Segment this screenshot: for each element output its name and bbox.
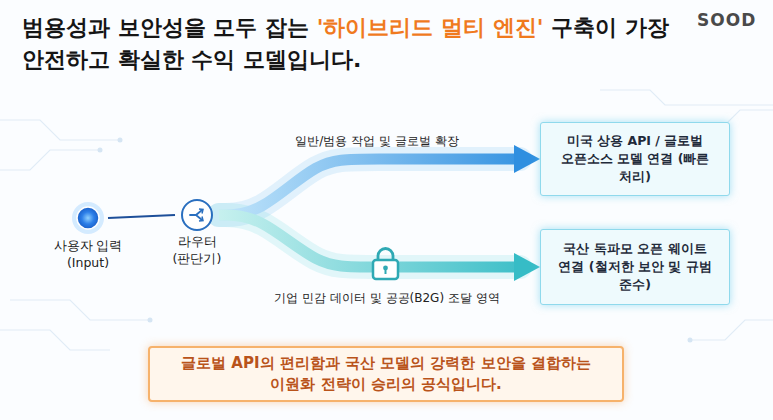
- circuit-dot: [148, 318, 153, 323]
- dot-core: [77, 207, 99, 229]
- summary-box: 글로벌 API의 편리함과 국산 모델의 강력한 보안을 결합하는 이원화 전략…: [148, 346, 624, 402]
- node-label: 라우터 (판단기): [157, 234, 237, 268]
- slide-title: 범용성과 보안성을 모두 잡는 '하이브리드 멀티 엔진' 구축이 가장 안전하…: [22, 12, 692, 76]
- engine-box: 국산 독파모 오픈 웨이트 연결 (철저한 보안 및 규범 준수): [540, 229, 730, 305]
- input-node: 사용자 입력 (Input): [68, 204, 108, 232]
- dot-glow: [72, 202, 104, 234]
- ribbon-glow: [219, 159, 520, 215]
- split-arrowheads: [199, 209, 203, 221]
- node-label: 국산 독파모 오픈 웨이트 연결 (철저한 보안 및 규범 준수): [553, 240, 717, 294]
- input-wire: [108, 215, 175, 218]
- lock-icon: [373, 249, 398, 279]
- title-highlight: '하이브리드 멀티 엔진': [317, 15, 544, 40]
- circuit-line: [10, 300, 150, 320]
- circuit-line: [0, 120, 120, 140]
- circuit-dot: [98, 148, 103, 153]
- router-circle: [182, 200, 212, 230]
- connector-group: [108, 159, 520, 267]
- circuit-line: [0, 330, 110, 350]
- node-label: 미국 상용 API / 글로벌 오픈소스 모델 연결 (빠른 처리): [553, 132, 717, 186]
- router-icon: [175, 200, 219, 230]
- brand-logo: SOOD: [697, 10, 756, 30]
- flow-ribbon: [219, 159, 520, 215]
- route-label: 일반/범용 작업 및 글로벌 확장: [262, 133, 492, 150]
- route-label: 기업 민감 데이터 및 공공(B2G) 조달 영역: [252, 290, 522, 307]
- title-segment: 범용성과 보안성을 모두 잡는: [22, 15, 317, 40]
- circuit-pattern: [0, 90, 773, 350]
- circuit-line: [600, 90, 773, 105]
- router-node: 라우터 (판단기): [175, 200, 219, 230]
- lock-body: [373, 260, 398, 279]
- circuit-line: [0, 150, 100, 170]
- circuit-line: [690, 320, 773, 340]
- node-label: 사용자 입력 (Input): [48, 238, 128, 272]
- split-symbol: [190, 210, 202, 220]
- circuit-dot: [688, 338, 693, 343]
- engine-box: 미국 상용 API / 글로벌 오픈소스 모델 연결 (빠른 처리): [540, 122, 730, 196]
- circuit-dot: [118, 138, 123, 143]
- flow-ribbon: [219, 215, 520, 267]
- summary-text: 글로벌 API의 편리함과 국산 모델의 강력한 보안을 결합하는 이원화 전략…: [160, 353, 612, 395]
- lock-keyhole: [385, 269, 387, 274]
- ribbon-glow: [219, 215, 520, 267]
- input-dot: [68, 204, 108, 232]
